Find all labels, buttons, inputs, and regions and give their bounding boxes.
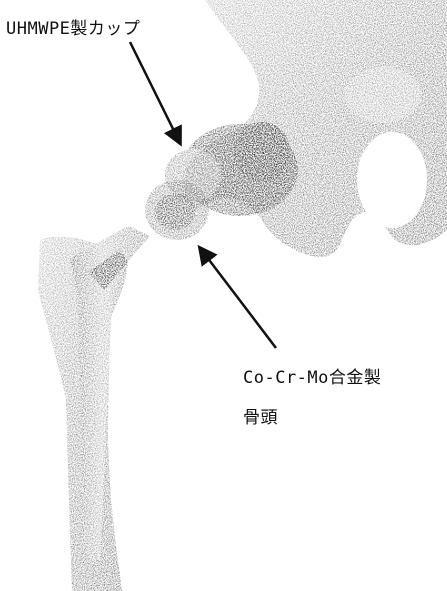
femur-stem-illustration (38, 226, 150, 591)
head-material-label: Co-Cr-Mo合金製 (243, 363, 381, 388)
pointer-arrow (130, 42, 180, 143)
femoral-head-illustration (145, 180, 209, 240)
head-part-label: 骨頭 (243, 403, 278, 428)
cup-label: UHMWPE製カップ (6, 14, 140, 39)
pointer-arrow (200, 248, 276, 348)
